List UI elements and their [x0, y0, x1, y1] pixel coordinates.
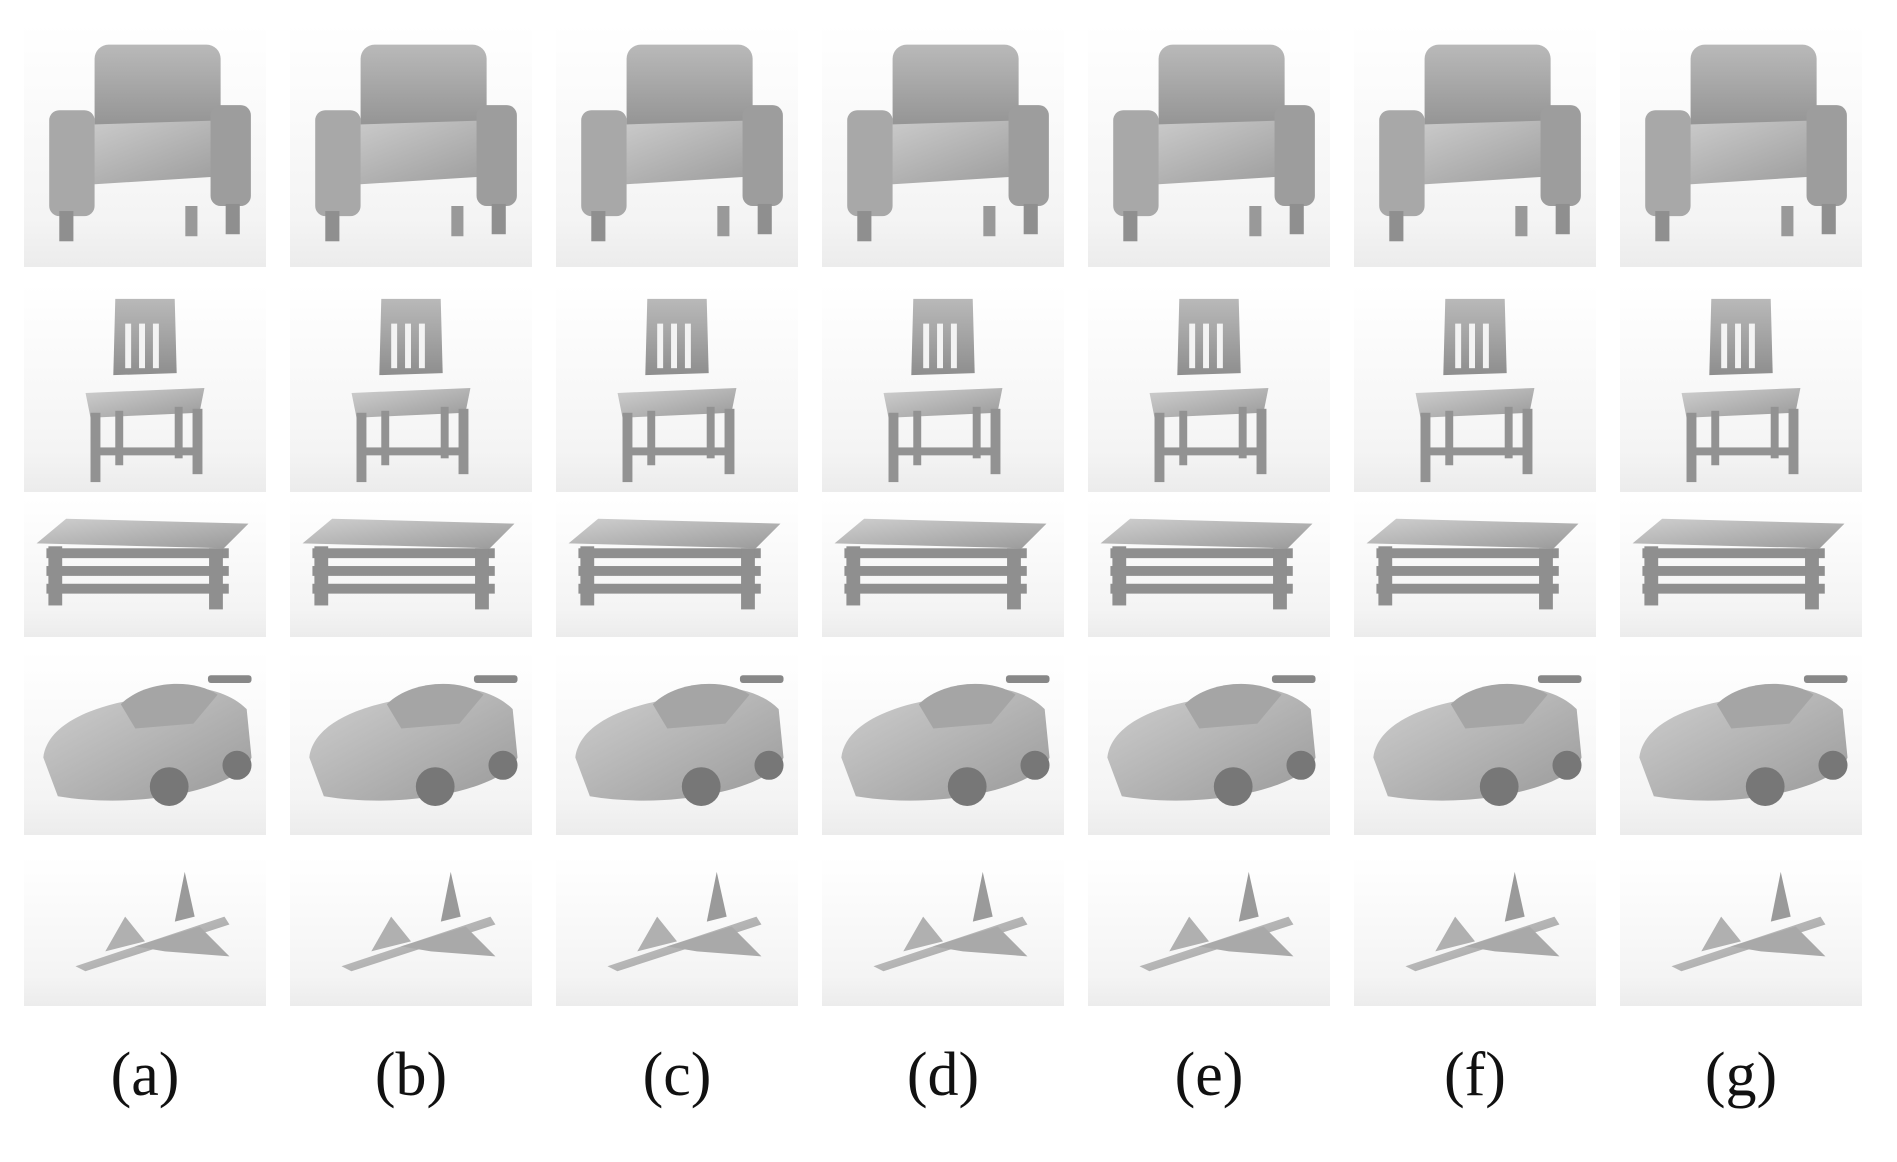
table-render-a: [24, 499, 266, 637]
armchair-render-a: [24, 24, 266, 267]
car-render-g: [1620, 651, 1862, 835]
armchair-render-e: [1088, 24, 1330, 267]
column-label: (f): [1444, 1041, 1506, 1109]
armchair-render-b: [290, 24, 532, 267]
airplane-render-f: [1354, 857, 1596, 1006]
wooden-chair-render-c: [556, 284, 798, 492]
wooden-chair-render-a: [24, 284, 266, 492]
armchair-render-f: [1354, 24, 1596, 267]
column-label: (a): [110, 1041, 180, 1109]
airplane-render-d: [822, 857, 1064, 1006]
column-label: (g): [1704, 1041, 1778, 1109]
car-render-e: [1088, 651, 1330, 835]
column-label: (c): [642, 1041, 712, 1109]
column-label: (b): [374, 1041, 448, 1109]
table-render-g: [1620, 499, 1862, 637]
car-render-c: [556, 651, 798, 835]
wooden-chair-render-d: [822, 284, 1064, 492]
armchair-render-g: [1620, 24, 1862, 267]
car-render-d: [822, 651, 1064, 835]
column-label: (d): [906, 1041, 980, 1109]
wooden-chair-render-e: [1088, 284, 1330, 492]
airplane-render-g: [1620, 857, 1862, 1006]
car-render-f: [1354, 651, 1596, 835]
car-render-a: [24, 651, 266, 835]
table-render-b: [290, 499, 532, 637]
airplane-render-a: [24, 857, 266, 1006]
airplane-render-c: [556, 857, 798, 1006]
table-render-c: [556, 499, 798, 637]
table-render-f: [1354, 499, 1596, 637]
armchair-render-c: [556, 24, 798, 267]
table-render-d: [822, 499, 1064, 637]
column-label: (e): [1174, 1041, 1244, 1109]
wooden-chair-render-b: [290, 284, 532, 492]
wooden-chair-render-f: [1354, 284, 1596, 492]
wooden-chair-render-g: [1620, 284, 1862, 492]
table-render-e: [1088, 499, 1330, 637]
airplane-render-e: [1088, 857, 1330, 1006]
airplane-render-b: [290, 857, 532, 1006]
car-render-b: [290, 651, 532, 835]
armchair-render-d: [822, 24, 1064, 267]
